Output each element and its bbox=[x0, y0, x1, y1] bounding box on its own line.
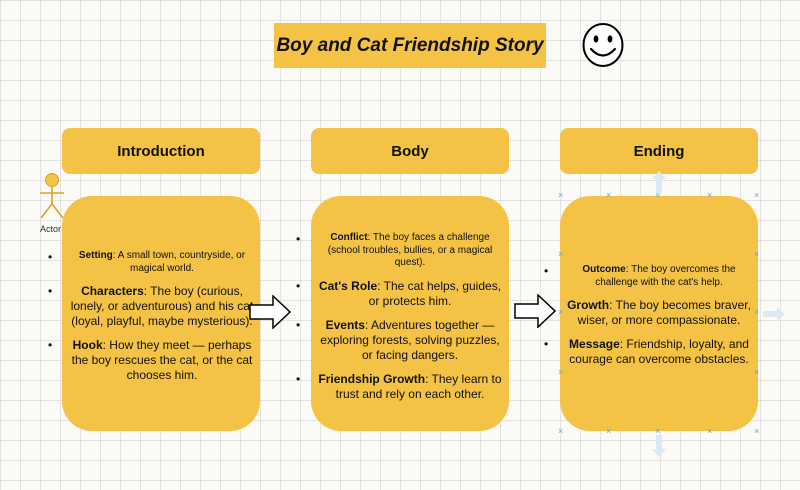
header-body[interactable]: Body bbox=[311, 128, 509, 174]
list-item: Friendship Growth: They learn to trust a… bbox=[296, 372, 502, 402]
selection-handle[interactable]: × bbox=[754, 190, 760, 200]
list-item: Growth: The boy becomes braver, wiser, o… bbox=[544, 298, 752, 328]
smiley-face-icon[interactable] bbox=[581, 22, 625, 68]
selection-handle[interactable]: × bbox=[558, 426, 564, 436]
list-item: Conflict: The boy faces a challenge (sch… bbox=[296, 232, 502, 270]
body-list: Conflict: The boy faces a challenge (sch… bbox=[296, 232, 502, 411]
selection-handle[interactable]: × bbox=[655, 190, 661, 200]
actor-stick-figure-icon[interactable] bbox=[35, 172, 69, 220]
right-arrow-icon[interactable] bbox=[249, 295, 291, 329]
selection-handle[interactable]: × bbox=[707, 426, 713, 436]
list-item: Characters: The boy (curious, lonely, or… bbox=[48, 284, 254, 329]
resize-handle-down-icon[interactable] bbox=[650, 434, 668, 458]
right-arrow-icon[interactable] bbox=[514, 294, 556, 328]
selection-handle[interactable]: × bbox=[606, 426, 612, 436]
selection-handle[interactable]: × bbox=[558, 367, 564, 377]
selection-handle[interactable]: × bbox=[754, 249, 760, 259]
list-item: Outcome: The boy overcomes the challenge… bbox=[544, 264, 752, 289]
selection-handle[interactable]: × bbox=[754, 367, 760, 377]
introduction-list: Setting: A small town, countryside, or m… bbox=[48, 250, 254, 392]
selection-handle[interactable]: × bbox=[558, 249, 564, 259]
selection-handle[interactable]: × bbox=[558, 307, 564, 317]
list-item: Message: Friendship, loyalty, and courag… bbox=[544, 337, 752, 367]
resize-handle-right-icon[interactable] bbox=[762, 305, 786, 323]
resize-handle-up-icon[interactable] bbox=[650, 170, 668, 194]
list-item: Events: Adventures together — exploring … bbox=[296, 318, 502, 363]
list-item: Cat's Role: The cat helps, guides, or pr… bbox=[296, 279, 502, 309]
list-item: Setting: A small town, countryside, or m… bbox=[48, 250, 254, 275]
selection-handle[interactable]: × bbox=[606, 190, 612, 200]
actor-label: Actor bbox=[40, 224, 62, 234]
list-item: Hook: How they meet — perhaps the boy re… bbox=[48, 338, 254, 383]
diagram-title: Boy and Cat Friendship Story bbox=[276, 34, 544, 56]
diagram-title-box[interactable]: Boy and Cat Friendship Story bbox=[274, 23, 546, 68]
selection-handle[interactable]: × bbox=[754, 426, 760, 436]
selection-handle[interactable]: × bbox=[558, 190, 564, 200]
selection-handle[interactable]: × bbox=[655, 426, 661, 436]
header-ending[interactable]: Ending bbox=[560, 128, 758, 174]
selection-handle[interactable]: × bbox=[754, 307, 760, 317]
selection-handle[interactable]: × bbox=[707, 190, 713, 200]
ending-list: Outcome: The boy overcomes the challenge… bbox=[544, 264, 752, 376]
header-introduction[interactable]: Introduction bbox=[62, 128, 260, 174]
